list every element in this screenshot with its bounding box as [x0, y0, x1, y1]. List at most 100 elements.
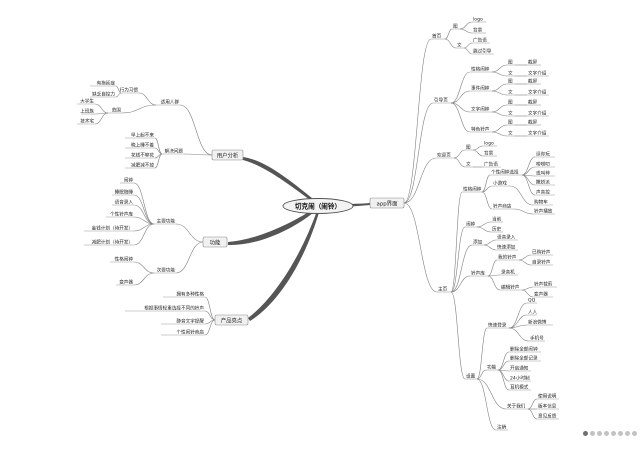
splash-text-label: 文	[466, 161, 471, 168]
highlight-item: 个性闹铃商店	[176, 329, 204, 336]
login-item: 手机号	[530, 335, 544, 342]
splash-label: 欢迎页	[437, 152, 451, 159]
guide-page-label: 性格闹钟	[471, 66, 490, 73]
edit-ringtone-item: 铃声裁剪	[534, 281, 553, 288]
login-item: QQ	[528, 298, 536, 304]
ringtone-lib-label: 铃声库	[471, 270, 485, 277]
features-label: 功能	[210, 238, 221, 246]
my-ringtones-label: 我的铃声	[498, 254, 517, 261]
quick-login-label: 快速登录	[488, 322, 507, 329]
page-dot[interactable]	[583, 431, 588, 436]
root-label: 切克闹（闹铃）	[295, 201, 341, 210]
cover-label: 首页	[432, 33, 442, 40]
page-dot[interactable]	[590, 431, 595, 436]
habit-label: 行为习惯	[120, 87, 139, 94]
page-dot[interactable]	[625, 431, 630, 436]
guide-img-label: 图	[508, 79, 513, 85]
secondary-features-label: 次要功能	[157, 267, 176, 274]
alarm-item: 当前	[492, 216, 502, 223]
splash-pic-item: 背景	[484, 150, 494, 157]
about-item: 意见反馈	[538, 413, 557, 420]
function-item: 24小时制	[510, 375, 530, 382]
guide-txt-label: 文	[508, 110, 513, 117]
guide-txt-item: 文字介绍	[528, 70, 547, 77]
app-ui-label: app界面	[377, 200, 399, 207]
guide-page-label: 特色铃声	[471, 126, 490, 133]
group-item: 技术宅	[80, 118, 94, 125]
page-dot[interactable]	[611, 431, 616, 436]
add-label: 添加	[473, 239, 483, 246]
my-ringtone-item: 已购铃声	[532, 249, 551, 256]
page-dot[interactable]	[604, 431, 609, 436]
root-node[interactable]	[282, 198, 354, 214]
choose-item: 或叫神	[536, 170, 550, 177]
about-item: 版本信息	[538, 403, 557, 410]
edit-ringtone-label: 编辑铃声	[501, 284, 520, 291]
main-feature-item: 闹钟	[124, 177, 134, 184]
function-item: 删除全部闹钟	[510, 346, 538, 353]
highlight-item: 拥有多种性格	[176, 291, 204, 298]
add-item: 快速添加	[497, 244, 516, 251]
logout-label: 注销	[497, 424, 507, 431]
guide-img-item: 截屏	[528, 119, 538, 126]
page-dot[interactable]	[632, 431, 637, 436]
main-features-label: 主要功能	[157, 218, 176, 225]
cover-pic-item: logo	[473, 17, 483, 23]
guide-txt-item: 文字介绍	[528, 130, 547, 137]
main-page-label: 主页	[438, 286, 448, 293]
guide-img-label: 图	[508, 60, 513, 66]
highlight-item: 静音文字提醒	[176, 318, 204, 325]
edit-ringtone-item: 变声器	[534, 291, 548, 298]
choose-item: 逗你玩	[536, 151, 550, 158]
function-item: 开启通知	[510, 365, 529, 372]
login-item: 人人	[528, 310, 538, 316]
recorder-label: 录音机	[501, 269, 515, 276]
main-feature-item: 减肥计划（待开发）	[92, 239, 133, 246]
cover-pic-label: 图	[453, 24, 458, 30]
guide-txt-label: 文	[508, 130, 513, 137]
add-item: 语音录入	[497, 234, 516, 241]
problem-item: 早上起不来	[131, 132, 154, 139]
habit-item: 有拖延症	[97, 80, 116, 87]
user-analysis-label: 用户分析	[217, 151, 239, 159]
alarm-item: 历史	[492, 226, 502, 233]
cover-text-item: 广告语	[473, 37, 487, 44]
guide-txt-item: 文字介绍	[528, 110, 547, 117]
guide-page-label: 文字闹钟	[471, 106, 490, 113]
settings-label: 设置	[466, 373, 476, 380]
about-item: 使用说明	[538, 393, 557, 400]
cover-text-item: 跳过引导	[473, 48, 492, 55]
secondary-feature-item: 性格闹钟	[115, 256, 134, 263]
choose-item: 撒娇派	[536, 179, 550, 186]
guide-label: 引导页	[434, 97, 448, 104]
guide-img-label: 图	[508, 120, 513, 126]
mini-game-item: 购物车	[534, 199, 548, 206]
functions-label: 功能	[487, 364, 497, 371]
choose-item: 声音控	[536, 189, 550, 196]
personality-label: 性格闹钟	[463, 186, 482, 193]
guide-img-label: 图	[508, 100, 513, 106]
highlights-label: 产品亮点	[221, 316, 243, 324]
page-dot[interactable]	[618, 431, 623, 436]
splash-pic-label: 图	[466, 145, 471, 151]
guide-txt-label: 文	[508, 70, 513, 77]
target-users-label: 适用人群	[161, 99, 180, 106]
splash-text-item: 广告语	[484, 161, 498, 168]
secondary-feature-item: 变声器	[119, 279, 133, 286]
mini-game-label: 小游戏	[493, 180, 507, 187]
about-label: 关于我们	[507, 403, 526, 410]
problem-item: 减肥减不掉	[131, 162, 154, 169]
group-item: 大学生	[80, 98, 94, 105]
main-feature-item: 睡眠陪睡	[115, 189, 134, 196]
guide-img-item: 截屏	[528, 78, 538, 85]
page-dot[interactable]	[597, 431, 602, 436]
splash-pic-item: logo	[484, 141, 494, 147]
main-feature-item: 语音录入	[115, 199, 134, 206]
habit-item: 缺乏自控力	[92, 91, 115, 98]
cover-text-label: 文	[457, 42, 462, 49]
problem-item: 晚上睡不着	[131, 142, 154, 149]
problem-item: 花钱不够花	[131, 152, 154, 159]
page-indicator[interactable]	[583, 431, 637, 436]
guide-img-item: 截屏	[528, 99, 538, 106]
